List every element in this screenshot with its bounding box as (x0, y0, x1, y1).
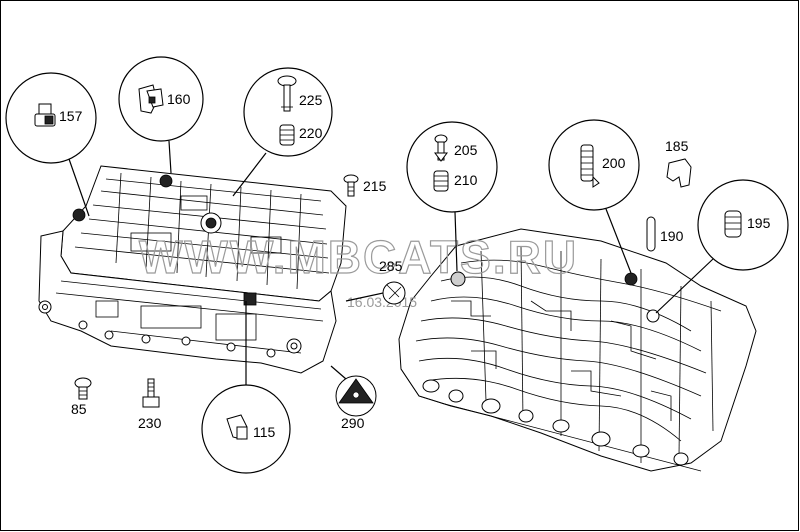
watermark-text: WWW.MBCATS.RU (139, 231, 578, 283)
detail-circle-157: 157 (5, 72, 97, 217)
callout-230: 230 (138, 415, 162, 431)
detail-circle-200: 200 (548, 119, 640, 274)
bolt-230-group: 230 (138, 378, 162, 431)
callout-290: 290 (341, 415, 365, 431)
screw-215-group: 215 (343, 174, 387, 197)
detail-circle-115: 115 (201, 301, 291, 474)
right-valve-plate (398, 228, 757, 472)
callout-220: 220 (299, 125, 323, 141)
watermark-date: 16.03.2015 (347, 294, 417, 310)
pin-190-icon (646, 216, 656, 252)
clip-185-group: 185 (665, 138, 692, 188)
spring-195-icon (724, 210, 742, 238)
callout-200: 200 (602, 155, 626, 171)
spring-220-icon (279, 124, 295, 146)
wrench-285-group: 285 (345, 258, 406, 305)
bolt-85-group: 85 (71, 377, 92, 417)
callout-285: 285 (379, 258, 403, 274)
detail-circle-225-220: 225 220 (232, 67, 333, 197)
plate-290-group: 290 (330, 365, 377, 431)
bolt-85-icon (74, 377, 92, 400)
screw-215-icon (343, 174, 359, 197)
callout-190: 190 (660, 228, 684, 244)
detail-circle-160: 160 (118, 56, 204, 174)
bolt-230-icon (142, 378, 160, 408)
callout-225: 225 (299, 92, 323, 108)
callout-157: 157 (59, 108, 83, 124)
detail-circle-205-210: 205 210 (406, 121, 498, 272)
retaining-clip-157-icon (34, 103, 56, 127)
spring-210-icon (433, 170, 449, 192)
valve-pin-225-icon (277, 75, 297, 112)
valve-115-icon (226, 414, 248, 440)
bracket-160-icon (138, 84, 164, 114)
callout-205: 205 (454, 142, 478, 158)
callout-215: 215 (363, 178, 387, 194)
check-valve-205-icon (434, 134, 448, 162)
pin-190-group: 190 (646, 216, 684, 252)
callout-195: 195 (747, 215, 771, 231)
callout-160: 160 (167, 91, 191, 107)
left-valve-body (38, 165, 347, 374)
callout-85: 85 (71, 401, 87, 417)
wrench-285-icon (382, 281, 406, 305)
callout-115: 115 (253, 424, 276, 440)
clip-185-icon (666, 158, 692, 188)
callout-185: 185 (665, 138, 689, 154)
detail-circle-195: 195 (655, 179, 789, 314)
callout-210: 210 (454, 172, 478, 188)
tri-plate-290-icon (335, 375, 377, 417)
valve-spring-200-icon (580, 144, 600, 188)
